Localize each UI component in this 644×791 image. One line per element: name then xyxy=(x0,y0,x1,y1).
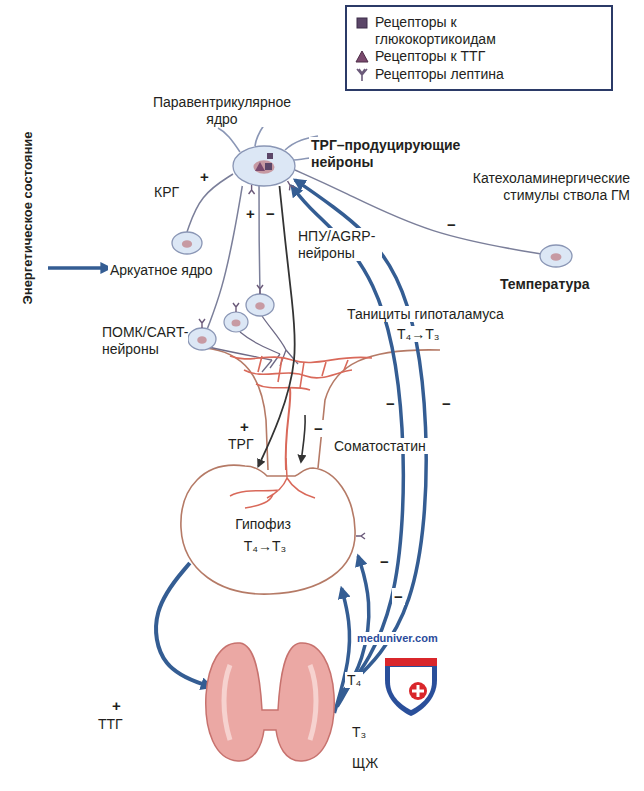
watermark: meduniver.com xyxy=(355,632,440,645)
pituitary: ГипофизТ₄→Т₃ xyxy=(175,458,360,598)
sign: + xyxy=(198,168,211,185)
legend-text: Рецепторы к ТТГ xyxy=(375,48,485,65)
leptin-receptor xyxy=(285,180,295,191)
energy-arrow xyxy=(48,266,110,270)
cell-nucleus xyxy=(551,253,562,260)
legend-row: Рецепторы лептина xyxy=(355,66,601,83)
pituitary-outline xyxy=(181,465,355,594)
legend-text: Рецепторы лептина xyxy=(375,66,504,83)
leptin-receptor xyxy=(356,533,365,539)
node-label: Паравентрикулярное ядро xyxy=(145,94,299,127)
hormone-label: Соматостатин xyxy=(332,438,428,454)
region-label: Аркуатное ядро xyxy=(108,262,215,278)
node-label: Т₄→Т₃ xyxy=(242,538,289,555)
crh-neuron: КРГ xyxy=(172,232,202,254)
cell-body xyxy=(246,294,274,316)
hormone-label: ТРГ xyxy=(226,436,255,452)
thyroid-shape xyxy=(200,635,340,765)
conversion-label: Т₄→Т₃ xyxy=(395,326,442,342)
thyroid: ЩЖ xyxy=(200,635,340,765)
node-label: ПОМК/CART-нейроны xyxy=(100,324,188,357)
legend: Рецепторы к глюкокортикоидамРецепторы к … xyxy=(345,5,613,91)
legend-symbol xyxy=(355,68,369,82)
thyroid-highlight xyxy=(224,665,316,740)
node-label: Гипофиз xyxy=(233,516,293,533)
crh-neuron-shape xyxy=(172,232,202,254)
node-label: ЩЖ xyxy=(350,755,380,772)
npy-agrp-neuron: НПУ/AGRP-нейроны xyxy=(246,294,274,316)
sign: − xyxy=(378,553,391,570)
legend-symbol xyxy=(355,16,369,30)
cell-nucleus xyxy=(197,336,207,343)
sign: − xyxy=(384,395,397,412)
axon-line xyxy=(258,186,260,294)
leptin-receptor xyxy=(199,319,205,328)
thyroid-outline xyxy=(206,643,334,761)
sign: − xyxy=(440,395,453,412)
portal-vessels xyxy=(230,458,315,508)
sign: + xyxy=(110,697,123,714)
trh-neuron: Паравентрикулярное ядроТРГ–продуцирующие… xyxy=(233,146,295,186)
hormone-label: ТТГ xyxy=(96,716,125,732)
hormone-arrow xyxy=(258,186,295,466)
node-label: ТРГ–продуцирующие нейроны xyxy=(309,137,463,170)
hormone-arrow xyxy=(156,563,211,687)
glucocorticoid-receptor xyxy=(267,153,273,159)
sign: − xyxy=(264,205,277,222)
input-label: Температура xyxy=(498,276,592,292)
legend-row: Рецепторы к ТТГ xyxy=(355,48,601,65)
watermark-shield xyxy=(385,658,437,716)
catecholamine-neuron-shape xyxy=(540,245,572,267)
leptin-receptor xyxy=(249,185,255,194)
somatostatin-arrow xyxy=(301,415,305,462)
axon-line xyxy=(208,186,243,328)
sign: + xyxy=(238,418,251,435)
sign: + xyxy=(244,205,257,222)
legend-symbol xyxy=(355,50,369,64)
hormone-label: Т₃ xyxy=(350,724,368,740)
pomc-cart-neuron: ПОМК/CART-нейроны xyxy=(188,328,216,350)
cell-body xyxy=(188,328,216,350)
region-label: Танициты гипоталамуса xyxy=(345,306,506,322)
legend-row: Рецепторы к глюкокортикоидам xyxy=(355,14,601,47)
legend-text: Рецепторы к глюкокортикоидам xyxy=(375,14,545,47)
node-label: НПУ/AGRP-нейроны xyxy=(296,228,382,261)
stalk-outline xyxy=(205,348,440,470)
hormone-arrow xyxy=(295,180,426,694)
pomc-cart-neuron-shape xyxy=(188,328,216,350)
npy-cell xyxy=(224,303,248,332)
input-label: Энергетическое состояние xyxy=(21,130,36,307)
leptin-receptor xyxy=(257,285,263,294)
trh-neuron-shape xyxy=(233,146,295,186)
glucocorticoid-receptor xyxy=(265,163,272,170)
npy-agrp-neuron-shape xyxy=(246,294,274,316)
tsh-receptor xyxy=(255,162,265,171)
node-label: Катехоламинергические стимулы ствола ГМ xyxy=(448,170,632,203)
cell-nucleus xyxy=(253,160,274,174)
sign: − xyxy=(312,420,325,437)
cell-body xyxy=(540,245,572,267)
node-label: КРГ xyxy=(152,184,181,201)
sign: − xyxy=(445,216,458,233)
cell-nucleus xyxy=(255,302,265,309)
cell-body xyxy=(172,232,202,254)
axon-tree xyxy=(204,316,298,372)
hormone-label: Т₄ xyxy=(345,672,363,688)
cell-nucleus xyxy=(182,240,192,247)
cell-body xyxy=(233,146,295,186)
catecholamine-neuron: Катехоламинергические стимулы ствола ГМ xyxy=(540,245,572,267)
sign: − xyxy=(392,588,405,605)
